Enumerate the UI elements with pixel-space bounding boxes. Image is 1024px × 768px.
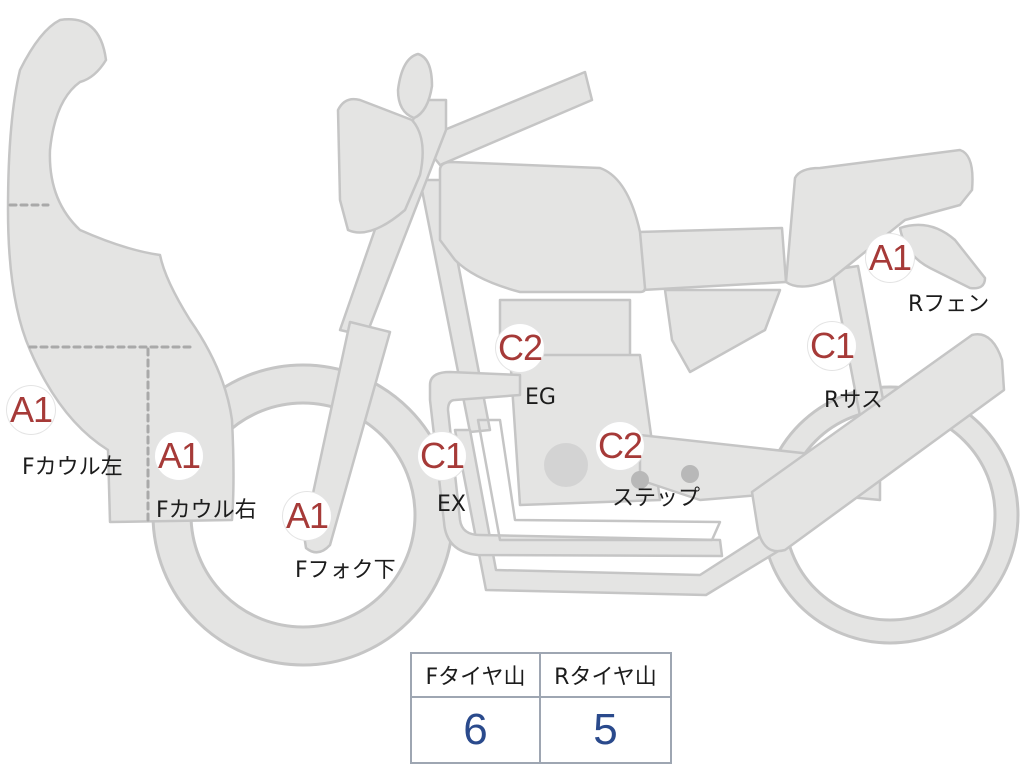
part-label-f-cowl-left: Fカウル左 — [22, 455, 123, 480]
part-label-engine: EG — [525, 385, 556, 410]
front-tire-value: 6 — [412, 698, 541, 762]
front-tire-header: Fタイヤ山 — [412, 654, 541, 698]
part-label-step: ステップ — [612, 486, 701, 511]
frame-downtube — [418, 178, 492, 434]
seat-rear — [784, 148, 974, 288]
footpeg-right — [681, 465, 699, 483]
grade-badge-f-cowl-right: A1 — [155, 432, 203, 480]
grade-badge-f-fork-lower: A1 — [283, 492, 331, 540]
headlight — [336, 97, 424, 234]
grade-badge-exhaust: C1 — [418, 432, 466, 480]
grade-badge-engine: C2 — [496, 324, 544, 372]
part-label-exhaust: EX — [437, 492, 466, 517]
part-label-f-fork-lower: Fフォク下 — [295, 558, 396, 583]
front-fairing — [6, 18, 235, 524]
exhaust-lower — [476, 418, 722, 542]
seat-main — [635, 226, 788, 292]
part-label-f-cowl-right: Fカウル右 — [156, 498, 257, 523]
grade-badge-step: C2 — [596, 422, 644, 470]
mirror — [396, 52, 434, 120]
rear-tire-header: Rタイヤ山 — [541, 654, 670, 698]
grade-badge-r-fender: A1 — [866, 234, 914, 282]
tire-tread-table: Fタイヤ山 Rタイヤ山 6 5 — [410, 652, 672, 764]
side-cover — [663, 288, 782, 374]
part-label-r-suspension: Rサス — [824, 388, 883, 413]
footpeg-left — [631, 471, 649, 489]
rear-tire-value: 5 — [593, 705, 618, 754]
grade-badge-r-suspension: C1 — [808, 322, 856, 370]
engine-cover — [544, 443, 588, 487]
exhaust-upper — [428, 370, 724, 558]
fuel-tank — [438, 160, 647, 294]
part-label-r-fender: Rフェン — [908, 292, 990, 317]
muffler — [750, 333, 1006, 553]
grade-badge-f-cowl-left: A1 — [7, 386, 55, 434]
